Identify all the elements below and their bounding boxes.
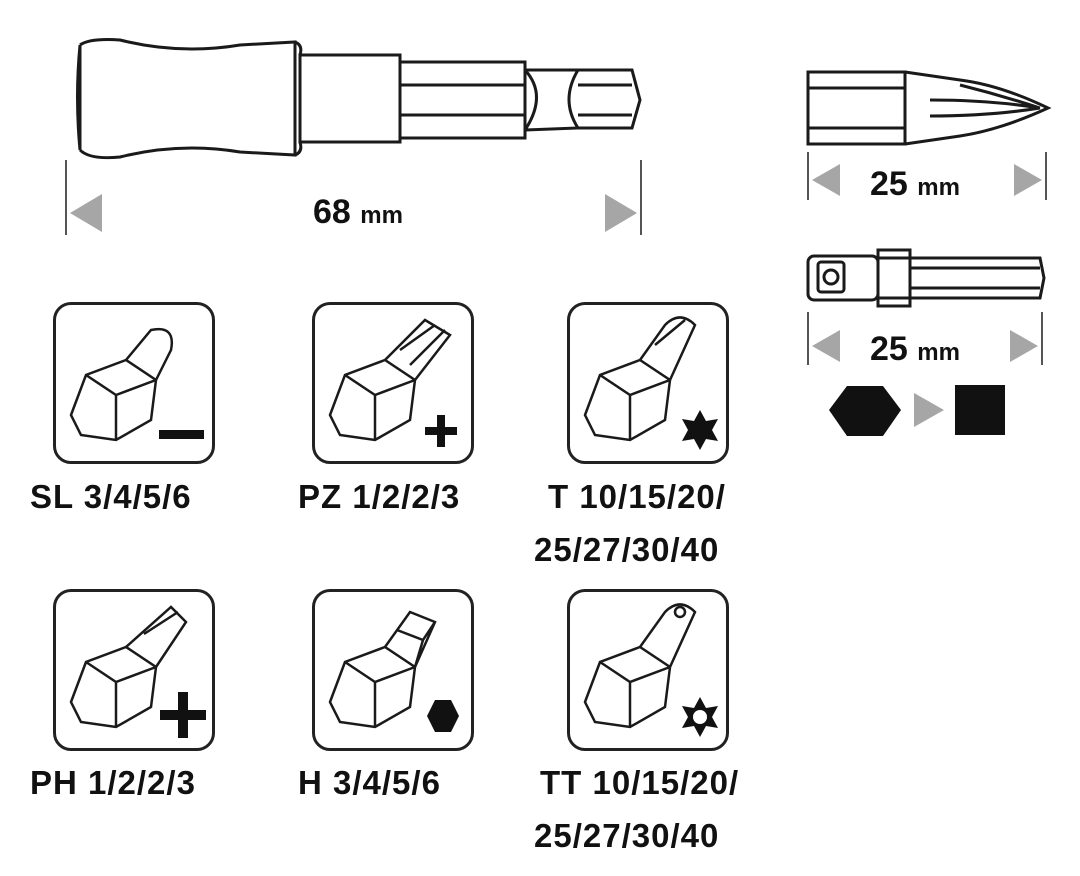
holder-length-label: 68 mm xyxy=(313,193,403,232)
arrow-right-icon xyxy=(914,393,944,427)
bit-drawing xyxy=(806,70,1052,146)
square-icon xyxy=(955,385,1005,435)
holder-dimension xyxy=(65,160,642,235)
arrow-right-icon xyxy=(1010,330,1038,362)
arrow-left-icon xyxy=(70,194,102,232)
torx-tamper-label-line1: TT 10/15/20/ xyxy=(540,764,740,801)
torx-bit-tile xyxy=(567,302,729,464)
pozidriv-bit-icon xyxy=(328,318,457,447)
torx-tamper-bit-tile xyxy=(567,589,729,751)
length-unit: mm xyxy=(917,174,960,201)
length-unit: mm xyxy=(917,339,960,366)
torx-label-line1: T 10/15/20/ xyxy=(548,478,726,515)
adapter-drawing xyxy=(806,248,1046,308)
arrow-right-icon xyxy=(1014,164,1042,196)
slotted-label: SL 3/4/5/6 xyxy=(30,478,192,515)
hex-bit-tile xyxy=(312,589,474,751)
slotted-bit-icon xyxy=(69,327,204,442)
length-unit: mm xyxy=(360,202,403,229)
arrow-left-icon xyxy=(812,330,840,362)
torx-bit-icon xyxy=(583,316,718,450)
length-value: 25 xyxy=(870,330,908,368)
arrow-left-icon xyxy=(812,164,840,196)
bit-holder-drawing xyxy=(76,38,642,160)
torx-tamper-label-line2: 25/27/30/40 xyxy=(534,817,720,854)
torx-label-line2: 25/27/30/40 xyxy=(534,531,720,568)
torx-tamper-bit-icon xyxy=(583,603,718,737)
pozidriv-bit-tile xyxy=(312,302,474,464)
length-value: 25 xyxy=(870,165,908,203)
phillips-label: PH 1/2/2/3 xyxy=(30,764,196,801)
hex-label: H 3/4/5/6 xyxy=(298,764,441,801)
pozidriv-label: PZ 1/2/2/3 xyxy=(298,478,461,515)
slotted-bit-tile xyxy=(53,302,215,464)
phillips-bit-tile xyxy=(53,589,215,751)
arrow-right-icon xyxy=(605,194,637,232)
hexagon-icon xyxy=(829,386,901,436)
bit-length-label: 25 mm xyxy=(870,165,960,204)
length-value: 68 xyxy=(313,193,351,231)
adapter-length-label: 25 mm xyxy=(870,330,960,369)
phillips-bit-icon xyxy=(69,605,206,738)
hex-bit-icon xyxy=(328,610,459,732)
